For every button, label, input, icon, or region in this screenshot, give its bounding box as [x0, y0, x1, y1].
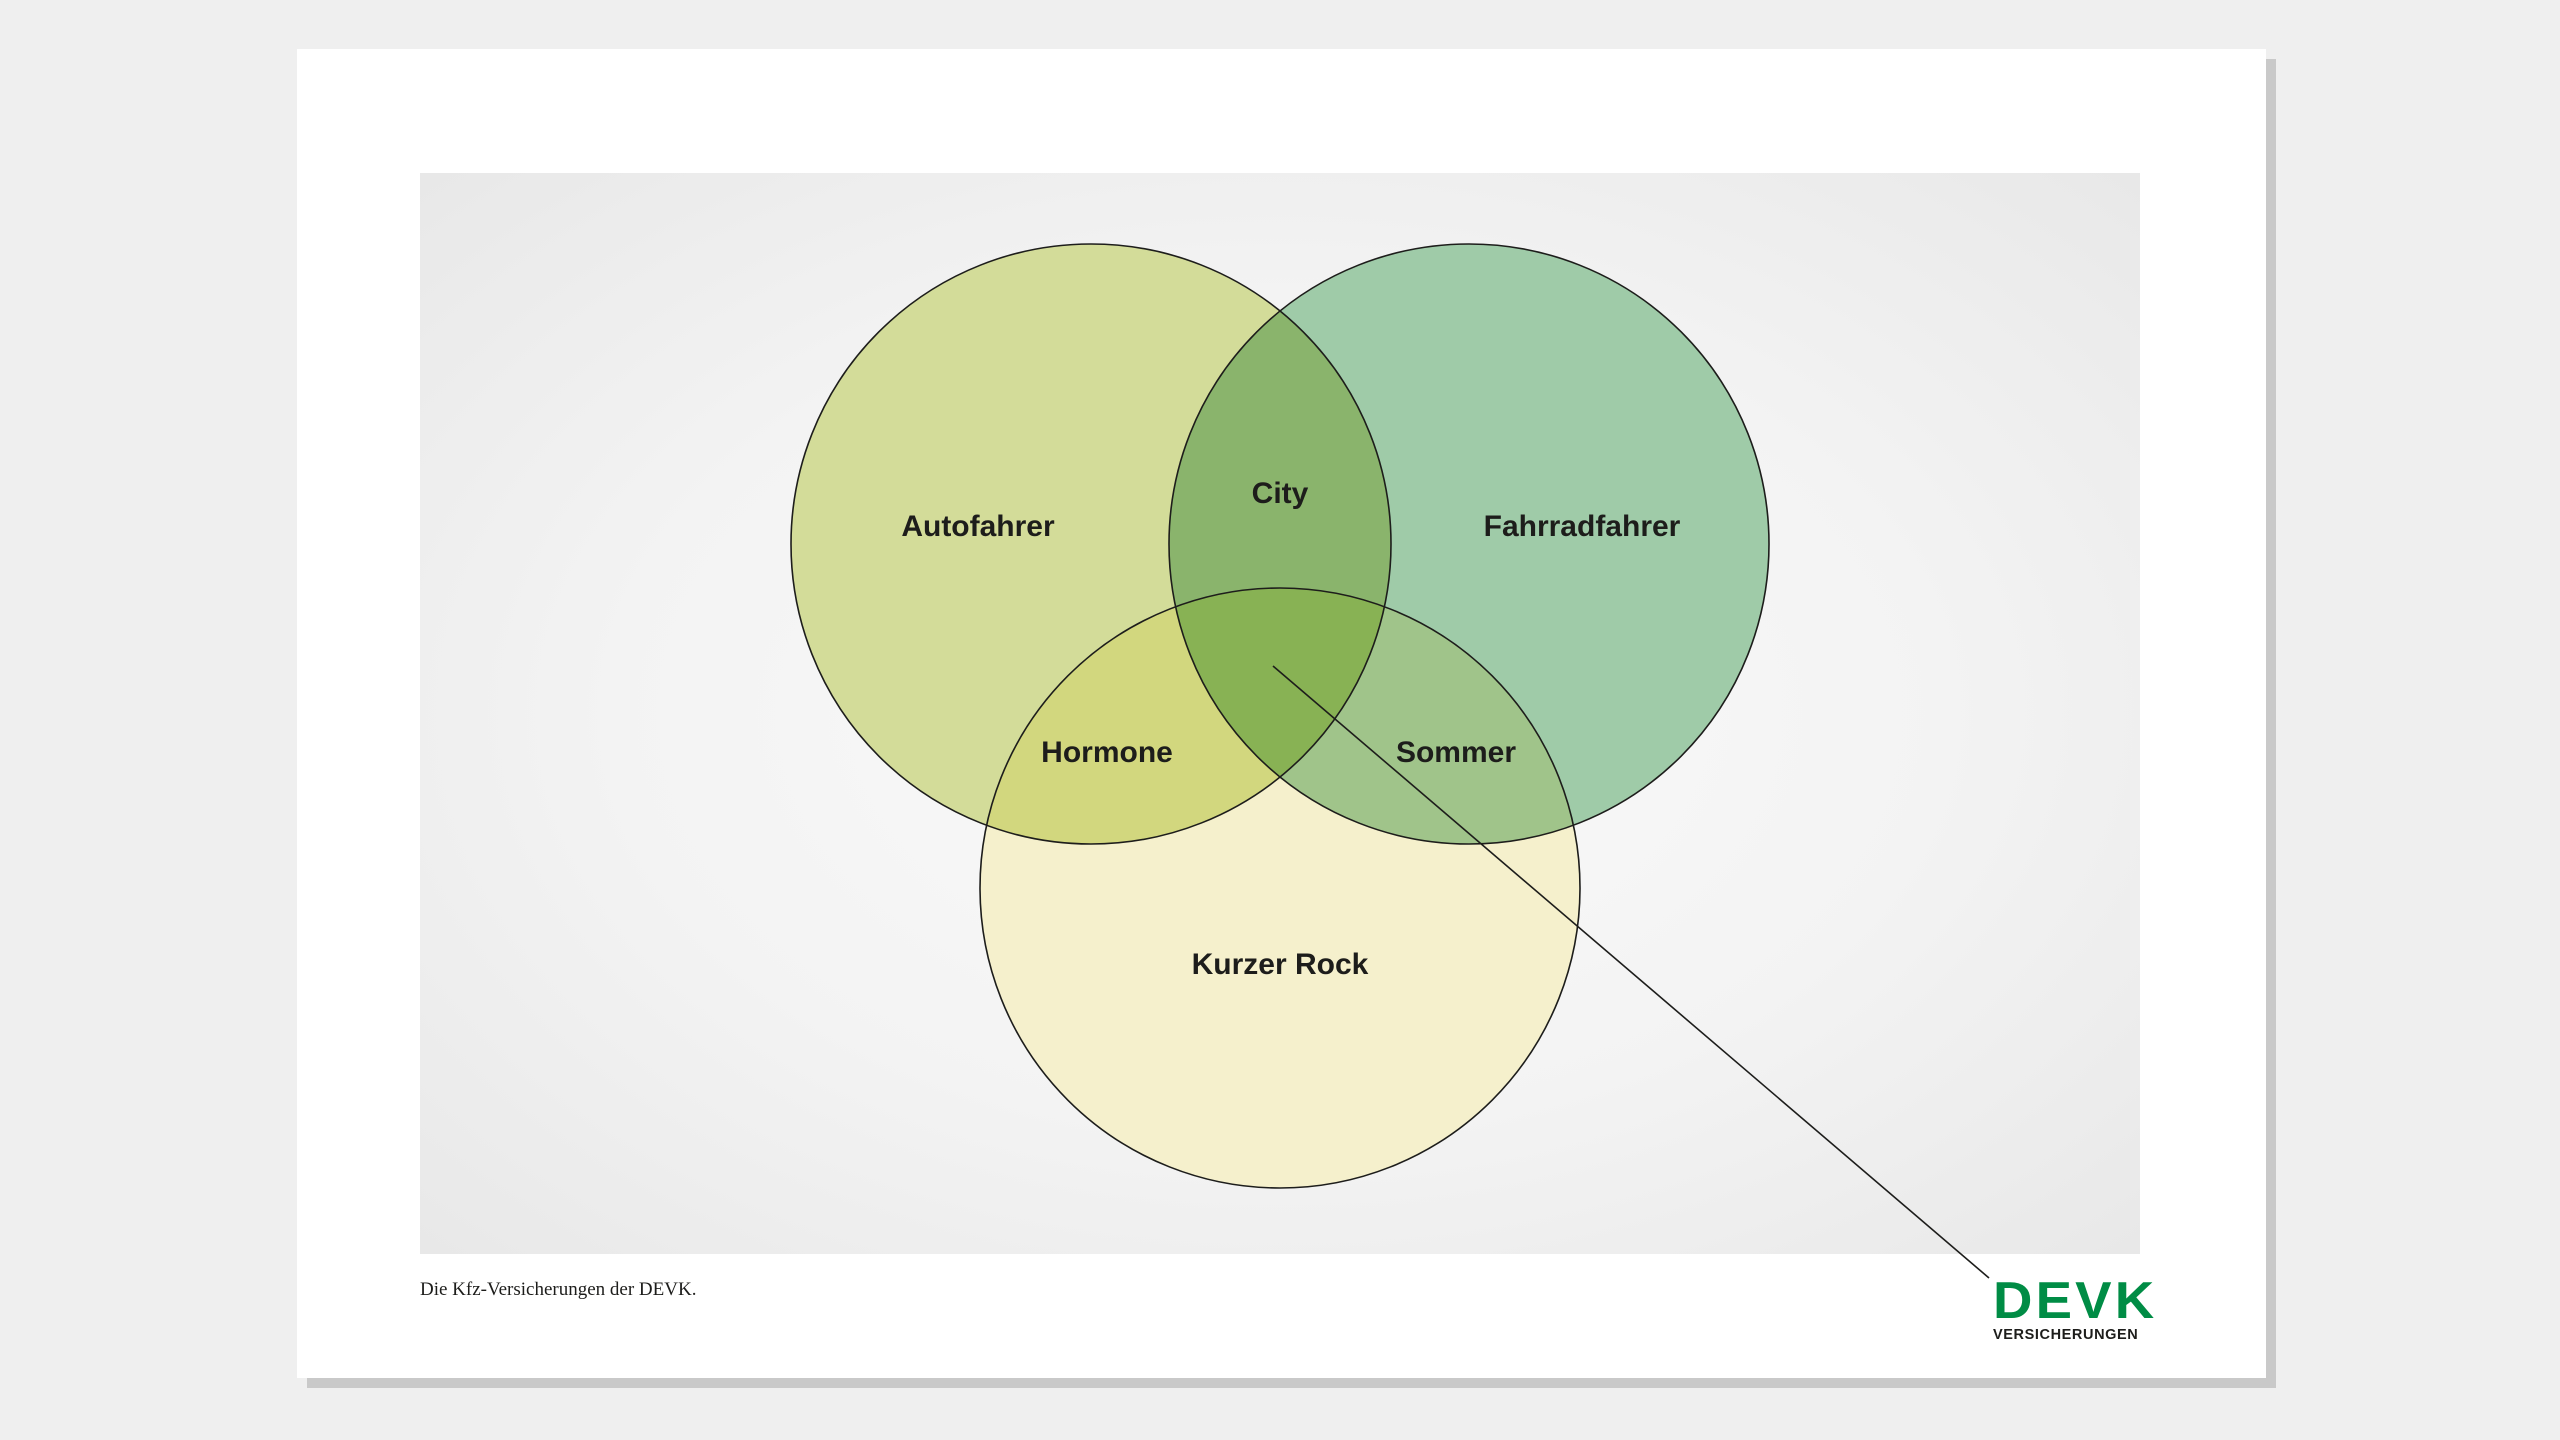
outline-autofahrer [790, 243, 1392, 845]
logo-brand: DEVK [1993, 1272, 2158, 1330]
pointer-line [1272, 665, 1990, 1279]
outline-fahrradfahrer [1168, 243, 1770, 845]
outline-kurzer-rock [979, 587, 1581, 1189]
logo-subtitle: VERSICHERUNGEN [1993, 1327, 2139, 1343]
label-kurzer-rock: Kurzer Rock [1192, 948, 1369, 981]
label-city: City [1252, 477, 1309, 510]
region-sommer [1169, 588, 1580, 844]
label-sommer: Sommer [1396, 736, 1516, 769]
footer-tagline: Die Kfz-Versicherungen der DEVK. [420, 1279, 697, 1300]
label-fahrradfahrer: Fahrradfahrer [1484, 510, 1681, 543]
label-autofahrer: Autofahrer [901, 510, 1055, 543]
devk-logo: DEVK VERSICHERUNGEN [1993, 1275, 2154, 1343]
region-hormone [980, 588, 1391, 844]
label-hormone: Hormone [1041, 736, 1173, 769]
